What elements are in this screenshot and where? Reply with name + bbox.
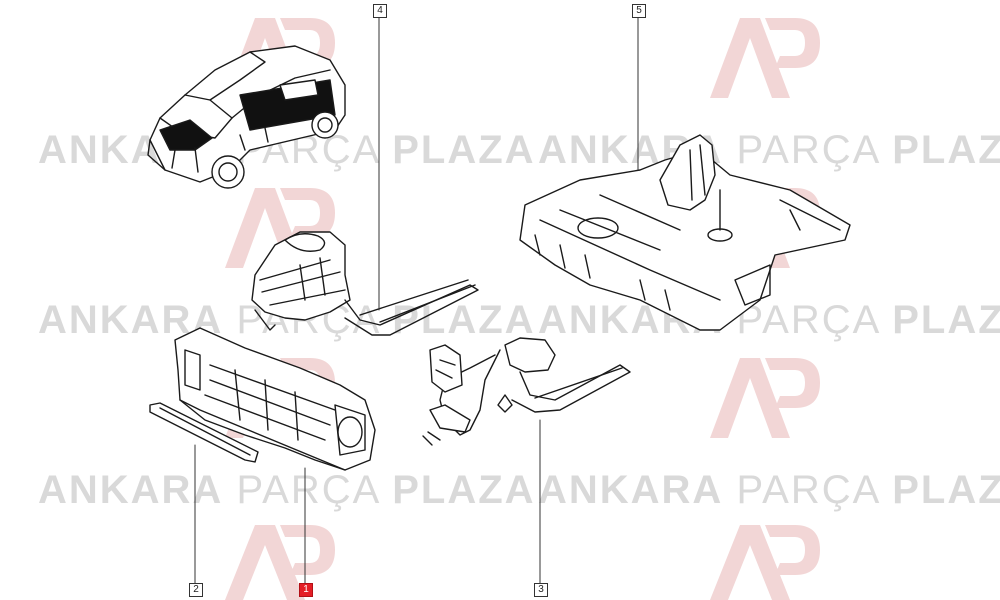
- part-2-drawing: [149, 402, 259, 463]
- callout-5[interactable]: 5: [632, 4, 646, 18]
- ap-logo: [225, 525, 335, 600]
- callout-2[interactable]: 2: [189, 583, 203, 597]
- ap-logo: [710, 358, 820, 438]
- watermark-text: ANKARA PARÇA PLAZA: [538, 128, 1000, 172]
- part-1-drawing: [174, 327, 376, 471]
- watermark-text: ANKARA PARÇA PLAZA: [538, 468, 1000, 512]
- callout-3[interactable]: 3: [534, 583, 548, 597]
- callout-4[interactable]: 4: [373, 4, 387, 18]
- ap-logo: [710, 525, 820, 600]
- ap-logo: [710, 18, 820, 98]
- part-4-drawing: [251, 231, 479, 336]
- car-overview-drawing: [147, 45, 346, 189]
- watermark-text: ANKARA PARÇA PLAZA: [38, 468, 536, 512]
- watermark-text: ANKARA PARÇA PLAZA: [38, 298, 536, 342]
- part-3-drawing: [422, 337, 631, 446]
- part-5-drawing: [519, 134, 851, 331]
- callout-1[interactable]: 1: [299, 583, 313, 597]
- leader-lines: [194, 15, 639, 584]
